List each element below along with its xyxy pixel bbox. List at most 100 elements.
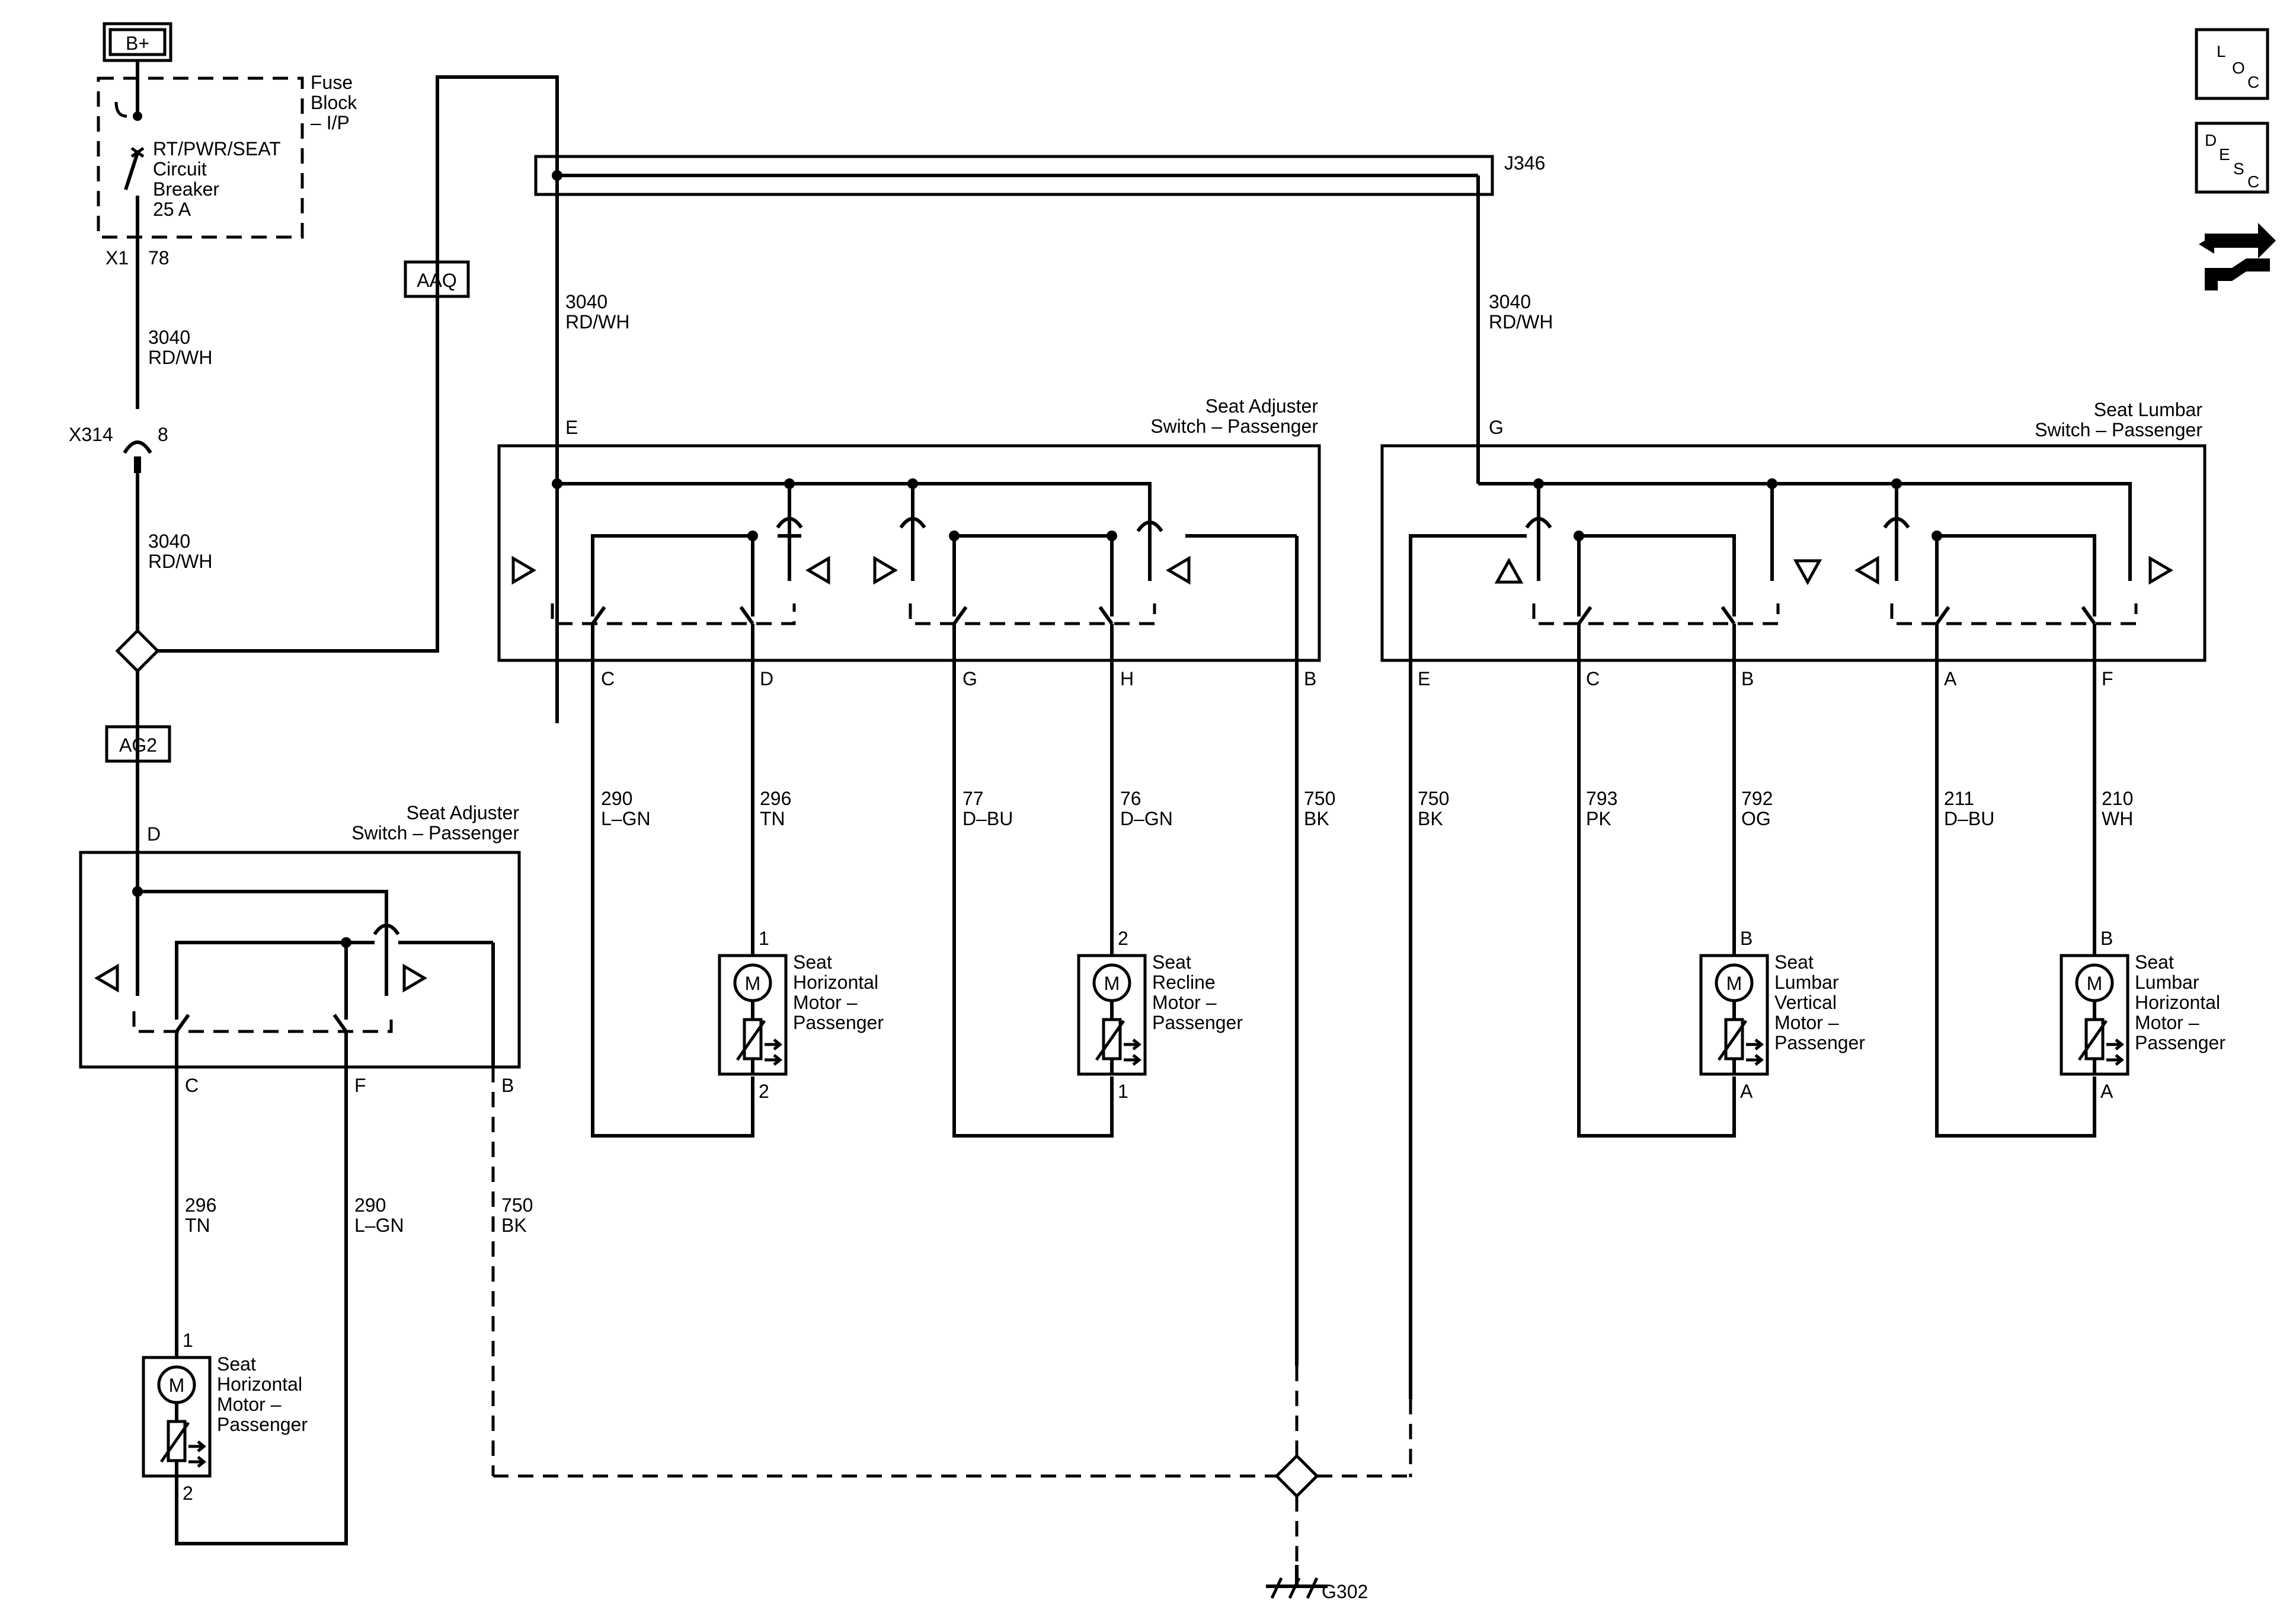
motor-label: Seat — [1152, 951, 1191, 973]
arrow-right-icon — [402, 963, 427, 993]
arrow-up-icon — [1494, 557, 1524, 584]
power-source: B+ — [103, 22, 172, 62]
arrow-right-icon — [873, 555, 898, 585]
motor-label: Horizontal — [793, 972, 878, 993]
svg-text:B: B — [1304, 668, 1316, 689]
motor-symbol: M — [745, 973, 761, 994]
motor-label: Seat — [1774, 951, 1814, 973]
motor-label: Horizontal — [217, 1373, 302, 1395]
arrow-left-icon — [1854, 555, 1879, 585]
motor-label: Lumbar — [1774, 972, 1839, 993]
svg-text:– I/P: – I/P — [311, 112, 350, 133]
svg-text:L–GN: L–GN — [601, 808, 651, 829]
pin-label: 2 — [183, 1483, 193, 1504]
motor-label: Seat — [793, 951, 832, 973]
motor-label: Seat — [2135, 951, 2174, 973]
arrow-left-icon — [1166, 555, 1191, 585]
splice-pack-j346: J346 — [534, 152, 1545, 196]
svg-text:Switch – Passenger: Switch – Passenger — [2035, 419, 2202, 440]
wire-label: 3040 — [148, 327, 190, 348]
svg-text:E: E — [2219, 145, 2230, 164]
arrow-left-icon — [94, 963, 119, 993]
fuse-block-title: Fuse — [311, 72, 353, 93]
option-code-ag2: AG2 — [105, 725, 171, 763]
svg-text:Breaker: Breaker — [153, 178, 219, 200]
motor-label: Motor – — [793, 992, 858, 1013]
wire-label: 296 — [760, 788, 791, 809]
wire-label: 210 — [2102, 788, 2133, 809]
pin-label: A — [2100, 1081, 2113, 1102]
wire-label: 290 — [601, 788, 632, 809]
svg-text:C: C — [2247, 172, 2259, 191]
svg-text:D–BU: D–BU — [962, 808, 1013, 829]
wire-label: 750 — [1304, 788, 1335, 809]
pin-label: C — [601, 668, 615, 689]
svg-text:OG: OG — [1741, 808, 1771, 829]
svg-text:BK: BK — [1418, 808, 1443, 829]
svg-text:RD/WH: RD/WH — [148, 347, 212, 368]
pin-label: 2 — [759, 1081, 769, 1102]
motor-label: Motor – — [217, 1394, 282, 1415]
svg-text:Switch – Passenger: Switch – Passenger — [351, 822, 519, 844]
svg-text:L–GN: L–GN — [354, 1215, 404, 1236]
svg-text:AAQ: AAQ — [417, 270, 457, 291]
svg-text:RD/WH: RD/WH — [148, 551, 212, 572]
svg-text:D: D — [2205, 131, 2217, 149]
breaker-label: RT/PWR/SEAT — [153, 138, 281, 159]
loc-icon[interactable]: L O C — [2195, 28, 2269, 100]
svg-text:F: F — [2102, 668, 2113, 689]
motor-label: Motor – — [1152, 992, 1217, 1013]
motor-label: Motor – — [1774, 1012, 1839, 1033]
wire-label: 792 — [1741, 788, 1773, 809]
svg-text:Switch – Passenger: Switch – Passenger — [1150, 416, 1318, 437]
arrow-right-icon — [2148, 555, 2173, 585]
motor-symbol: M — [2087, 973, 2103, 994]
motor-symbol: M — [1726, 973, 1742, 994]
svg-text:Circuit: Circuit — [153, 158, 207, 180]
svg-text:D–GN: D–GN — [1120, 808, 1173, 829]
wire-label: 296 — [185, 1194, 216, 1216]
motor-label: Passenger — [793, 1012, 884, 1033]
svg-text:TN: TN — [185, 1215, 210, 1236]
wire-label: 750 — [501, 1194, 533, 1216]
svg-text:O: O — [2232, 59, 2245, 77]
svg-text:G: G — [962, 668, 977, 689]
wire-label: 3040 — [148, 531, 190, 552]
wire-label: 3040 — [1489, 291, 1531, 312]
wire-label: 211 — [1944, 788, 1974, 809]
connector-hand-icon[interactable] — [2199, 223, 2276, 290]
pin-label: D — [147, 823, 161, 845]
pin-label: C — [185, 1075, 199, 1096]
desc-icon[interactable]: D E S C — [2195, 122, 2269, 194]
pin-label: A — [1740, 1081, 1753, 1102]
pin-label: G — [1489, 417, 1504, 438]
svg-text:H: H — [1120, 668, 1134, 689]
wire-label: 793 — [1586, 788, 1617, 809]
svg-text:B: B — [1741, 668, 1754, 689]
motor-label: Passenger — [1152, 1012, 1243, 1033]
switch-title: Seat Adjuster — [407, 802, 520, 823]
battery-label: B+ — [126, 33, 149, 54]
svg-text:L: L — [2217, 42, 2226, 60]
motor-label: Seat — [217, 1353, 256, 1375]
pin-label: 1 — [759, 928, 769, 949]
pin-label: 2 — [1118, 928, 1128, 949]
seat-adjuster-switch-right: Seat Adjuster Switch – Passenger E — [497, 395, 1321, 689]
pin-label: B — [2100, 928, 2113, 949]
svg-text:S: S — [2233, 159, 2244, 178]
fuse-block: Fuse Block – I/P RT/PWR/SEAT Circuit Bre… — [97, 60, 357, 409]
svg-text:B: B — [501, 1075, 514, 1096]
connector-x1: X1 — [105, 247, 129, 269]
option-code-aaq: AAQ — [404, 260, 470, 298]
svg-text:RD/WH: RD/WH — [1489, 311, 1553, 333]
pin-label: 1 — [183, 1330, 193, 1351]
svg-text:8: 8 — [158, 424, 168, 445]
motor-symbol: M — [169, 1375, 185, 1396]
seat-lumbar-switch: Seat Lumbar Switch – Passenger G — [1380, 399, 2207, 689]
svg-text:D: D — [760, 668, 773, 689]
